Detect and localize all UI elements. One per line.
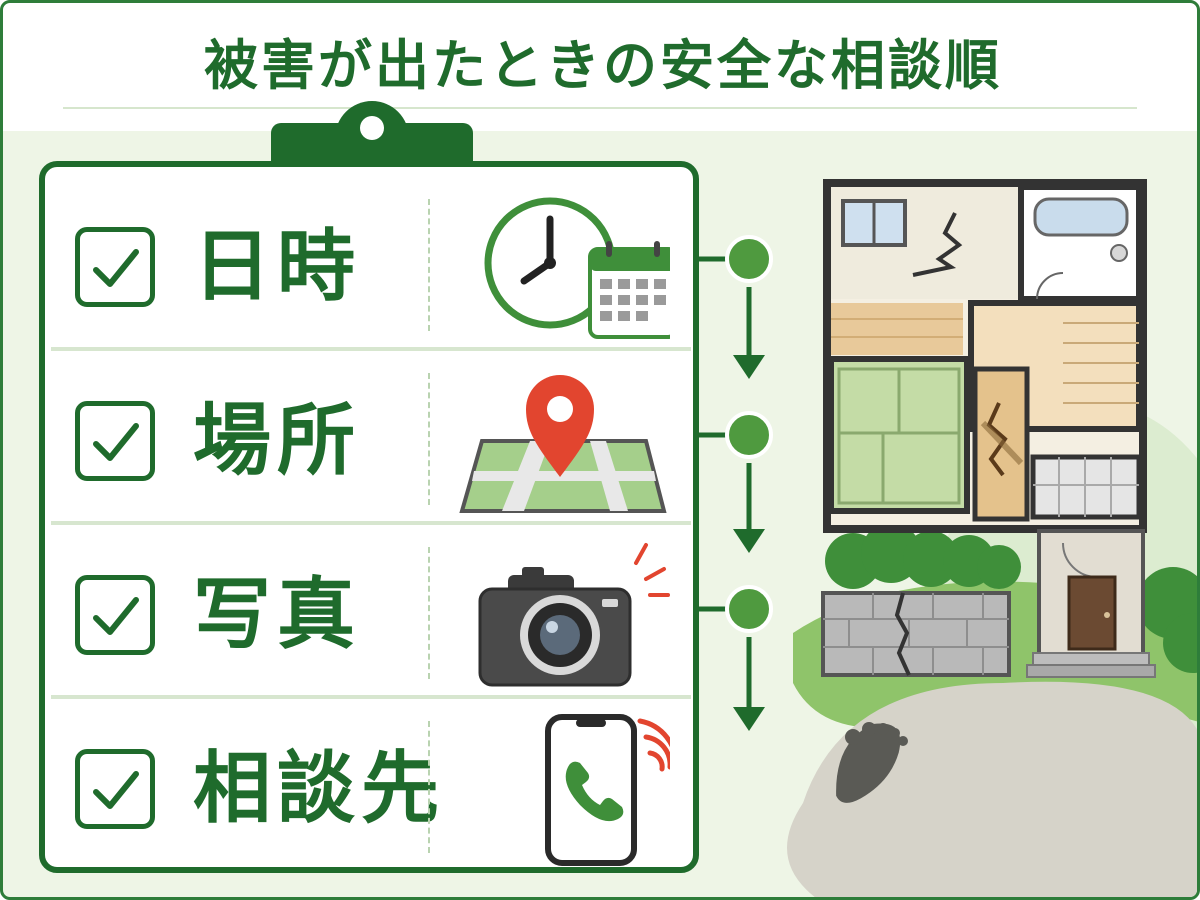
row-divider [428,199,430,331]
checklist-label-contact: 相談先 [193,744,446,834]
checklist-label-photo: 写真 [193,570,362,660]
footprint-icon [836,722,908,803]
checklist-row-contact: 相談先 [45,701,693,873]
row-separator [51,695,691,699]
checklist-row-location: 場所 [45,353,693,525]
checkbox-icon [75,401,155,481]
checklist-label-datetime: 日時 [193,222,362,312]
step-timeline [699,235,773,731]
row-divider [428,547,430,679]
checkbox-icon [75,749,155,829]
down-arrow-icon [733,287,765,731]
clipboard-clip-hole [360,116,384,140]
map-pin-icon [459,375,667,513]
timeline-connector [699,256,729,612]
checklist-row-photo: 写真 [45,527,693,699]
clock-calendar-icon [484,197,670,339]
bush-icon [825,523,1197,673]
floor-plan [823,179,1147,533]
camera-icon [478,543,670,687]
row-separator [51,347,691,351]
row-divider [428,373,430,505]
page-title: 被害が出たときの安全な相談順 [204,34,1002,97]
title-divider [63,107,1137,109]
damaged-house-illustration [787,179,1197,897]
checkbox-icon [75,227,155,307]
timeline-node-icon [725,235,773,633]
cracked-wall-icon [821,591,1011,677]
checkbox-icon [75,575,155,655]
smartphone-call-icon [545,714,670,866]
entrance-door-icon [1026,529,1156,678]
row-separator [51,521,691,525]
checklist-row-datetime: 日時 [45,179,693,351]
checklist-label-location: 場所 [193,396,362,486]
row-divider [428,721,430,853]
